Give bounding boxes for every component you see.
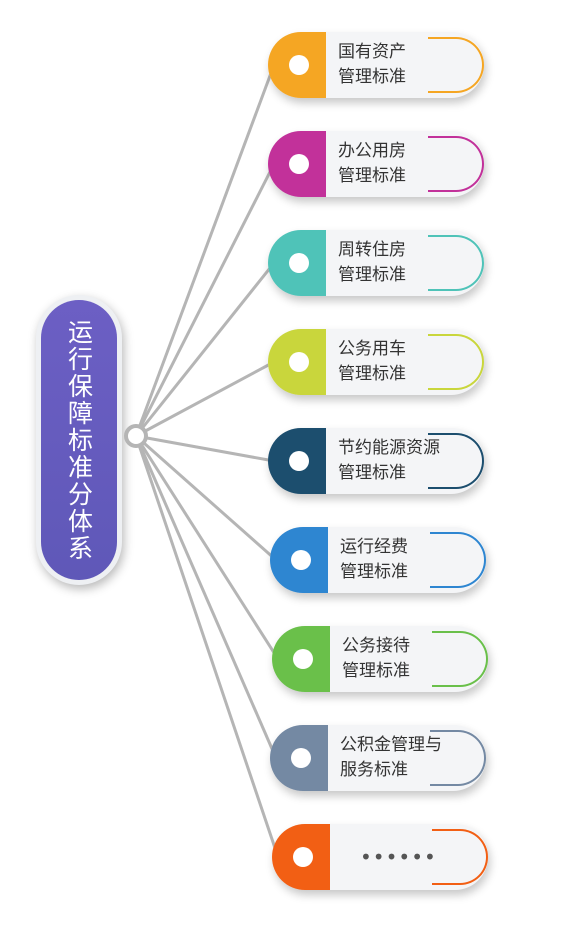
branch-node-5: 节约能源资源管理标准	[268, 428, 484, 494]
connector-line-4	[135, 360, 275, 438]
branch-arc-decoration	[428, 37, 484, 93]
connector-line-1	[134, 64, 276, 437]
hub-circle-icon	[124, 424, 148, 448]
branch-label: 国有资产管理标准	[338, 32, 478, 98]
branch-label-line2: 管理标准	[338, 67, 406, 87]
branch-label-line1: 公务用车	[338, 339, 406, 359]
branch-node-2: 办公用房管理标准	[268, 131, 484, 197]
branch-label-line2: 管理标准	[338, 265, 406, 285]
branch-label: 公务用车管理标准	[338, 329, 478, 395]
branch-arc-decoration	[432, 631, 488, 687]
branch-arc-decoration	[428, 136, 484, 192]
circle-dot-icon	[289, 451, 309, 471]
branch-color-cap	[272, 824, 330, 890]
branch-label-line2: 管理标准	[340, 562, 408, 582]
branch-node-1: 国有资产管理标准	[268, 32, 484, 98]
branch-color-cap	[268, 131, 326, 197]
branch-color-cap	[272, 626, 330, 692]
branch-label-line2: 管理标准	[338, 364, 406, 384]
branch-label-line1: 公务接待	[342, 636, 410, 656]
branch-node-3: 周转住房管理标准	[268, 230, 484, 296]
branch-label: 节约能源资源管理标准	[338, 428, 478, 494]
branch-label: 公务接待管理标准	[342, 626, 482, 692]
branch-label: ••••••	[360, 824, 500, 890]
branch-node-8: 公积金管理与服务标准	[270, 725, 486, 791]
circle-dot-icon	[293, 847, 313, 867]
branch-color-cap	[268, 32, 326, 98]
branch-label-line2: 管理标准	[342, 661, 410, 681]
branch-label-line1: 公积金管理与	[340, 735, 442, 755]
branch-node-6: 运行经费管理标准	[270, 527, 486, 593]
branch-label-line2: 服务标准	[340, 760, 408, 780]
branch-label-line1: 办公用房	[338, 141, 406, 161]
circle-dot-icon	[291, 550, 311, 570]
branch-arc-decoration	[430, 532, 486, 588]
branch-color-cap	[268, 428, 326, 494]
branch-label-line1: 节约能源资源	[338, 438, 440, 458]
connector-line-5	[135, 434, 275, 463]
branch-label: 办公用房管理标准	[338, 131, 478, 197]
branch-color-cap	[268, 230, 326, 296]
branch-arc-decoration	[432, 829, 488, 885]
branch-label-line1: 运行经费	[340, 537, 408, 557]
branch-node-9: ••••••	[272, 824, 488, 890]
branch-label-line1: ••••••	[360, 844, 437, 869]
branch-arc-decoration	[430, 730, 486, 786]
branch-label-line2: 管理标准	[338, 463, 406, 483]
root-node-label: 运行保障标准分体系	[64, 318, 94, 562]
branch-label-line1: 周转住房	[338, 240, 406, 260]
circle-dot-icon	[291, 748, 311, 768]
connector-line-3	[134, 262, 276, 437]
branch-arc-decoration	[428, 433, 484, 489]
branch-label: 周转住房管理标准	[338, 230, 478, 296]
branch-color-cap	[270, 527, 328, 593]
branch-node-4: 公务用车管理标准	[268, 329, 484, 395]
circle-dot-icon	[289, 352, 309, 372]
connector-line-9	[134, 435, 280, 858]
branch-label: 运行经费管理标准	[340, 527, 480, 593]
branch-arc-decoration	[428, 235, 484, 291]
branch-arc-decoration	[428, 334, 484, 390]
branch-node-7: 公务接待管理标准	[272, 626, 488, 692]
circle-dot-icon	[289, 55, 309, 75]
branch-color-cap	[270, 725, 328, 791]
branch-label-line2: 管理标准	[338, 166, 406, 186]
connector-line-2	[134, 163, 276, 437]
circle-dot-icon	[293, 649, 313, 669]
circle-dot-icon	[289, 253, 309, 273]
branch-label-line1: 国有资产	[338, 42, 406, 62]
connector-line-7	[134, 435, 280, 660]
connector-line-6	[135, 434, 277, 562]
branch-label: 公积金管理与服务标准	[340, 725, 480, 791]
circle-dot-icon	[289, 154, 309, 174]
root-node: 运行保障标准分体系	[36, 295, 122, 585]
branch-color-cap	[268, 329, 326, 395]
connector-line-8	[134, 435, 278, 759]
root-node-fill: 运行保障标准分体系	[41, 300, 117, 580]
